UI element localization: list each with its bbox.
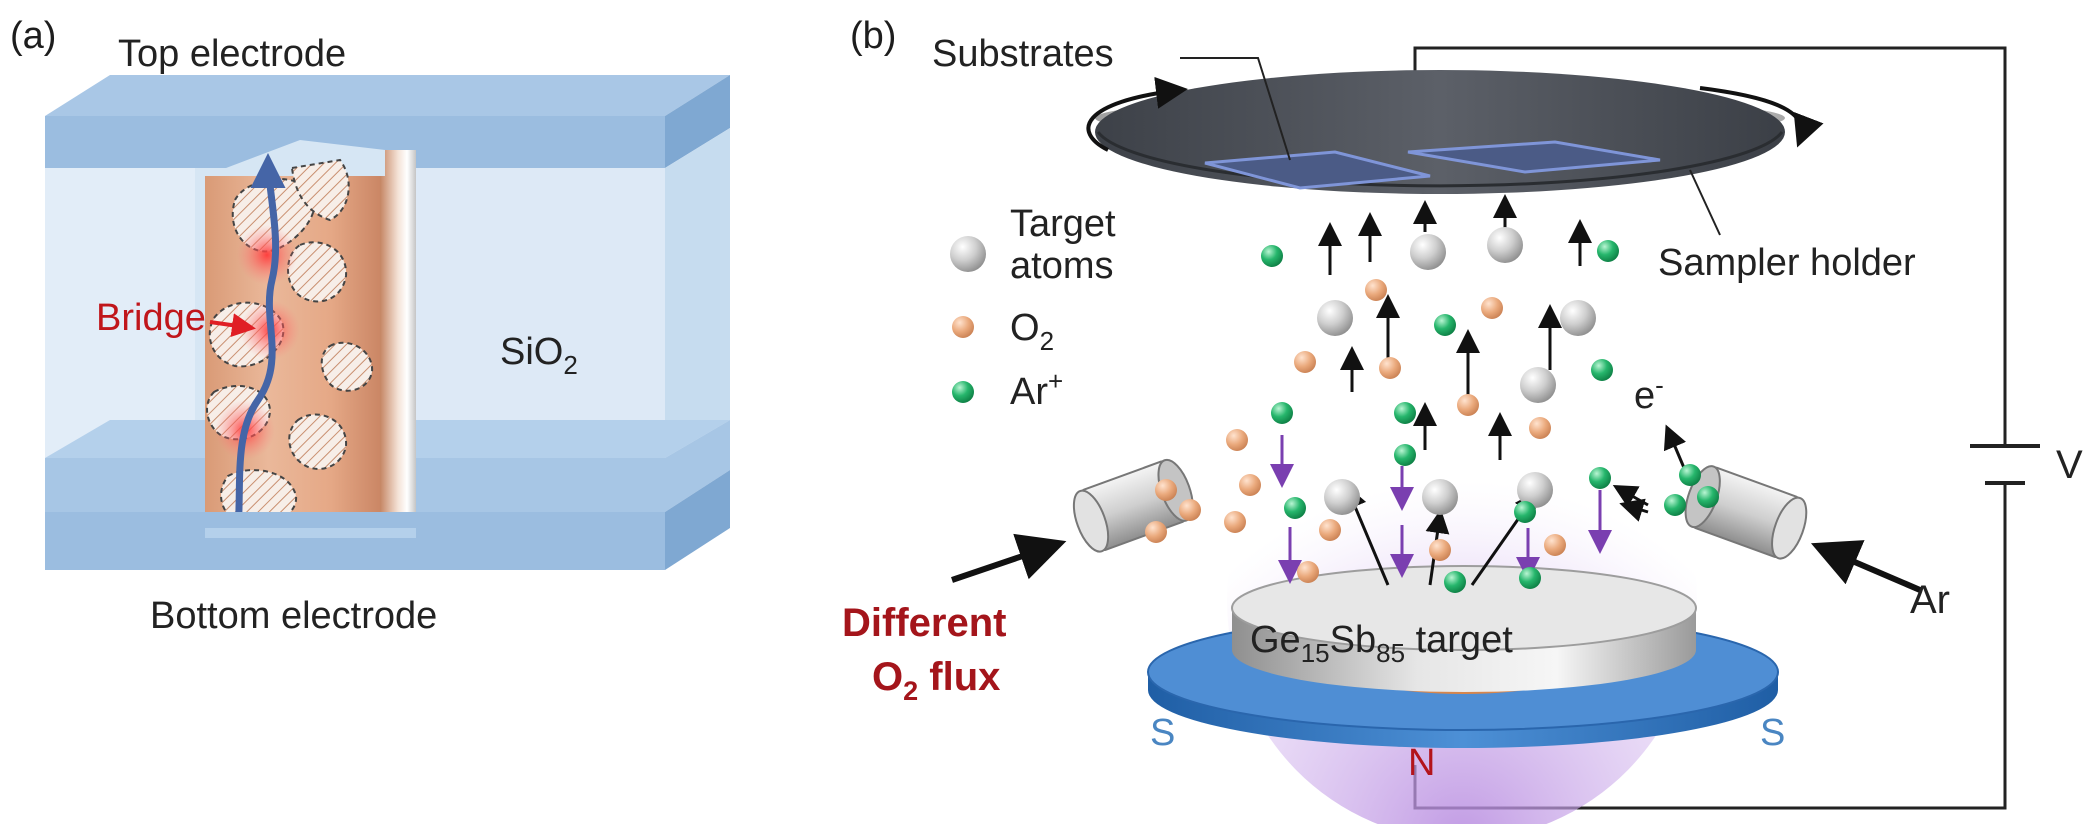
target-label: Ge15Sb85 target bbox=[1250, 619, 1513, 668]
different-o2-flux-label: Different bbox=[842, 601, 1006, 645]
sampler-holder-label: Sampler holder bbox=[1658, 242, 1916, 284]
o2-molecule bbox=[1224, 511, 1246, 533]
top-electrode-label: Top electrode bbox=[118, 33, 346, 75]
legend-o2-ball bbox=[952, 316, 974, 338]
bridge-label: Bridge bbox=[96, 297, 206, 339]
sio2-label: SiO2 bbox=[500, 331, 578, 380]
legend-ar-label: Ar+ bbox=[1010, 366, 1063, 413]
ion-arrows bbox=[1270, 435, 1612, 584]
target-atom bbox=[1560, 300, 1596, 336]
target-atom bbox=[1317, 300, 1353, 336]
sampler-holder-leader bbox=[1689, 169, 1721, 236]
substrates-leader bbox=[1180, 57, 1291, 161]
ar-ion bbox=[1514, 501, 1536, 523]
ar-ion bbox=[1434, 314, 1456, 336]
ar-ion bbox=[1284, 497, 1306, 519]
rotation-arrow-right bbox=[1699, 86, 1824, 148]
ar-gas-label: Ar bbox=[1910, 578, 1950, 622]
o2-molecule bbox=[1294, 351, 1316, 373]
o2-molecule bbox=[1481, 297, 1503, 319]
sampler-holder bbox=[1095, 70, 1785, 194]
voltage-label: V bbox=[2056, 443, 2083, 487]
ar-ion bbox=[1261, 245, 1283, 267]
ar-inflow-arrow bbox=[1810, 540, 1922, 593]
o2-molecule bbox=[1544, 534, 1566, 556]
bridge-pointer-arrow bbox=[209, 313, 256, 338]
o2-molecule bbox=[1155, 479, 1177, 501]
different-o2-flux-label-line2: O2 flux bbox=[872, 655, 1000, 706]
ar-ion bbox=[1589, 467, 1611, 489]
legend-ar-ball bbox=[952, 381, 974, 403]
target-atom bbox=[1410, 234, 1446, 270]
legend-o2-label: O2 bbox=[1010, 307, 1054, 356]
panel-b: (b) V Substrates Sampler holder bbox=[842, 15, 2083, 824]
legend-target-atoms-label-1: Target bbox=[1010, 203, 1116, 245]
o2-molecule bbox=[1319, 519, 1341, 541]
o2-molecule bbox=[1297, 561, 1319, 583]
ar-ion bbox=[1679, 464, 1701, 486]
ar-ion bbox=[1519, 567, 1541, 589]
ar-ion bbox=[1394, 444, 1416, 466]
ar-ion bbox=[1444, 571, 1466, 593]
o2-molecule bbox=[1379, 357, 1401, 379]
target-atom bbox=[1487, 227, 1523, 263]
substrates-label: Substrates bbox=[932, 33, 1114, 75]
ar-ion bbox=[1664, 494, 1686, 516]
target-atom bbox=[1422, 479, 1458, 515]
o2-inflow-arrow bbox=[951, 533, 1067, 583]
o2-molecule bbox=[1145, 521, 1167, 543]
o2-gas-inlet bbox=[1072, 458, 1194, 553]
filament-cylinder bbox=[205, 140, 416, 556]
oxygen-particles bbox=[1145, 279, 1566, 583]
target-disc bbox=[1231, 565, 1697, 692]
ar-ion bbox=[1591, 359, 1613, 381]
ar-ion bbox=[1394, 402, 1416, 424]
target-atom bbox=[1517, 472, 1553, 508]
hatched-region-2 bbox=[290, 158, 350, 222]
panel-b-label: (b) bbox=[850, 15, 896, 57]
o2-molecule bbox=[1529, 417, 1551, 439]
o2-molecule bbox=[1429, 539, 1451, 561]
target-atom bbox=[1324, 479, 1360, 515]
legend-target-atom-ball bbox=[950, 236, 986, 272]
top-electrode-block bbox=[45, 75, 730, 168]
ar-ion bbox=[1697, 486, 1719, 508]
substrate-left bbox=[1204, 150, 1431, 190]
pole-n: N bbox=[1408, 742, 1435, 784]
argon-ion-particles bbox=[1261, 240, 1719, 593]
conduction-path-arrow bbox=[231, 153, 286, 556]
target-atom-particles bbox=[1317, 227, 1596, 515]
hatched-region-7 bbox=[288, 413, 348, 470]
ar-ion bbox=[1271, 402, 1293, 424]
hatched-region-5 bbox=[320, 341, 374, 392]
hot-spot-1 bbox=[237, 225, 297, 285]
o2-molecule bbox=[1179, 499, 1201, 521]
electron-label: e- bbox=[1634, 370, 1664, 417]
target-atom bbox=[1520, 367, 1556, 403]
ar-ion bbox=[1597, 240, 1619, 262]
o2-molecule bbox=[1226, 429, 1248, 451]
panel-a: (a) Top electrode Bottom electrode Bridg… bbox=[10, 15, 730, 637]
o2-molecule bbox=[1239, 474, 1261, 496]
pole-s-right: S bbox=[1760, 712, 1785, 754]
bottom-electrode-label: Bottom electrode bbox=[150, 595, 437, 637]
sputter-arrow bbox=[1619, 498, 1649, 522]
legend-target-atoms-label-2: atoms bbox=[1010, 245, 1113, 287]
o2-molecule bbox=[1457, 394, 1479, 416]
bottom-electrode-block bbox=[45, 420, 730, 570]
substrate-right bbox=[1407, 140, 1661, 174]
pole-s-left: S bbox=[1150, 712, 1175, 754]
panel-a-label: (a) bbox=[10, 15, 56, 57]
o2-molecule bbox=[1365, 279, 1387, 301]
rotation-arrow-left bbox=[1086, 76, 1188, 152]
